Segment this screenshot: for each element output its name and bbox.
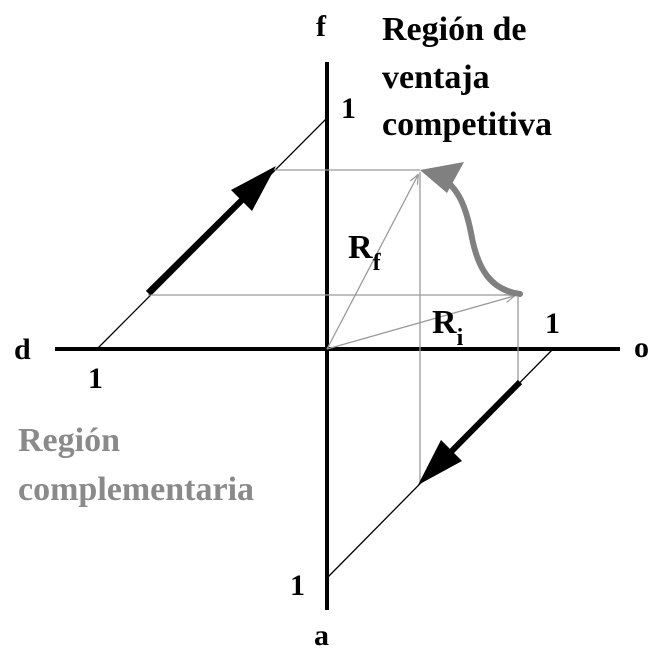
tick-right-1: 1 (545, 307, 560, 340)
gray-curved-arrow-head (420, 162, 464, 193)
axis-label-d: d (14, 333, 31, 366)
axis-label-f: f (316, 10, 327, 43)
tick-bottom-1: 1 (290, 569, 305, 602)
gray-curved-arrow (437, 173, 523, 297)
region-complementary-line-1: Región (18, 422, 120, 459)
region-competitive-line-2: ventaja (382, 59, 490, 96)
axis-label-o: o (634, 331, 649, 364)
region-competitive-line-1: Región de (382, 11, 527, 48)
vector-label-ri: Ri (432, 304, 464, 351)
vector-label-ri-sub: i (457, 325, 464, 351)
region-competitive-line-3: competitiva (382, 106, 552, 143)
thick-arrow-lower-right-head (418, 440, 462, 485)
vector-label-rf-base: R (348, 229, 373, 266)
vector-rf (326, 175, 418, 350)
vector-label-rf: Rf (348, 229, 382, 276)
vector-label-rf-sub: f (373, 250, 382, 276)
thick-arrow-upper-left-shaft (145, 181, 261, 296)
axis-label-a: a (314, 619, 329, 650)
tick-top-1: 1 (341, 92, 356, 125)
thick-arrow-upper-left-head (231, 166, 276, 211)
vector-label-ri-base: R (432, 304, 457, 341)
region-complementary-line-2: complementaria (18, 471, 254, 508)
vector-ri (326, 296, 514, 350)
tick-left-1: 1 (88, 362, 103, 395)
